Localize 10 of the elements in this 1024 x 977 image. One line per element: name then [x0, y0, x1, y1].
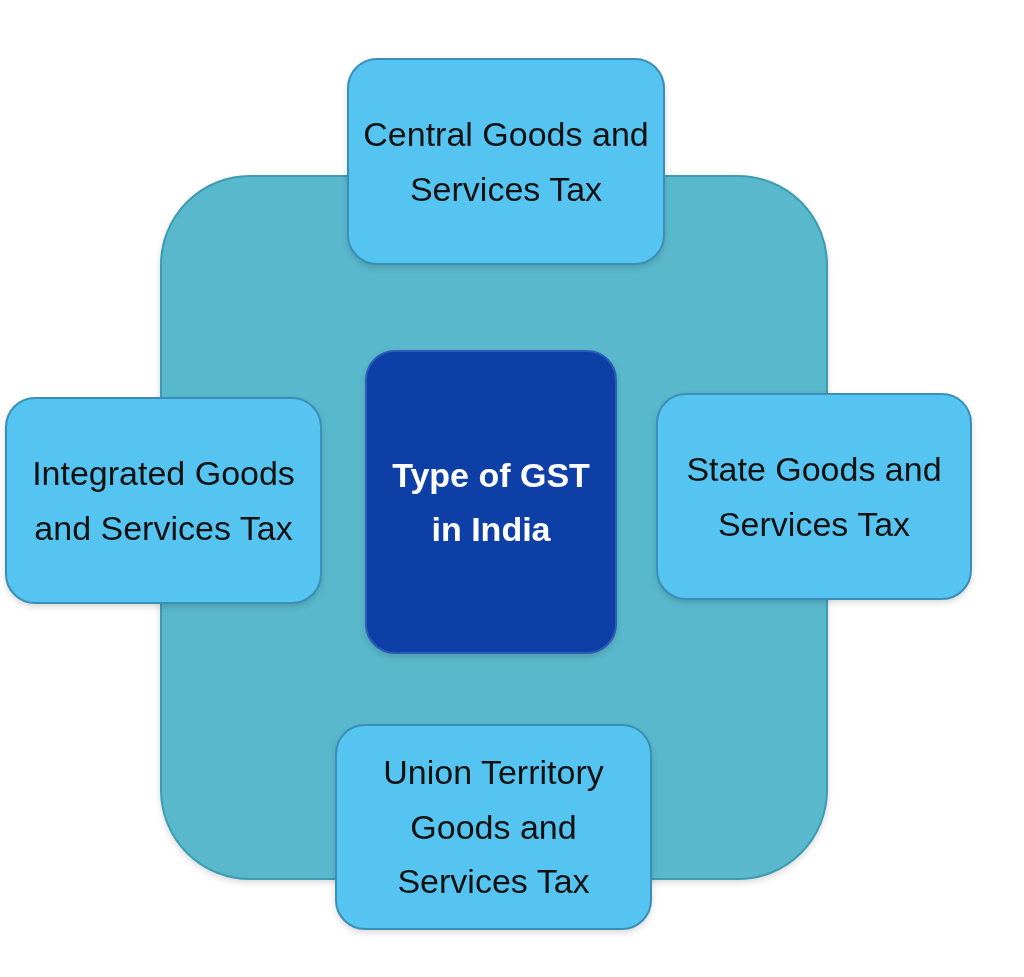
category-box — [656, 393, 972, 600]
category-box — [335, 724, 652, 930]
node-label: Integrated Goods and Services Tax — [31, 453, 296, 549]
node-label: Central Goods and Services Tax — [362, 114, 650, 210]
center-box — [365, 350, 617, 654]
category-box — [347, 58, 665, 265]
title-text: Type of GST in India — [391, 454, 591, 550]
node-label: State Goods and Services Tax — [685, 449, 943, 545]
node-label: Union Territory Goods and Services Tax — [382, 752, 605, 903]
category-box — [5, 397, 322, 604]
